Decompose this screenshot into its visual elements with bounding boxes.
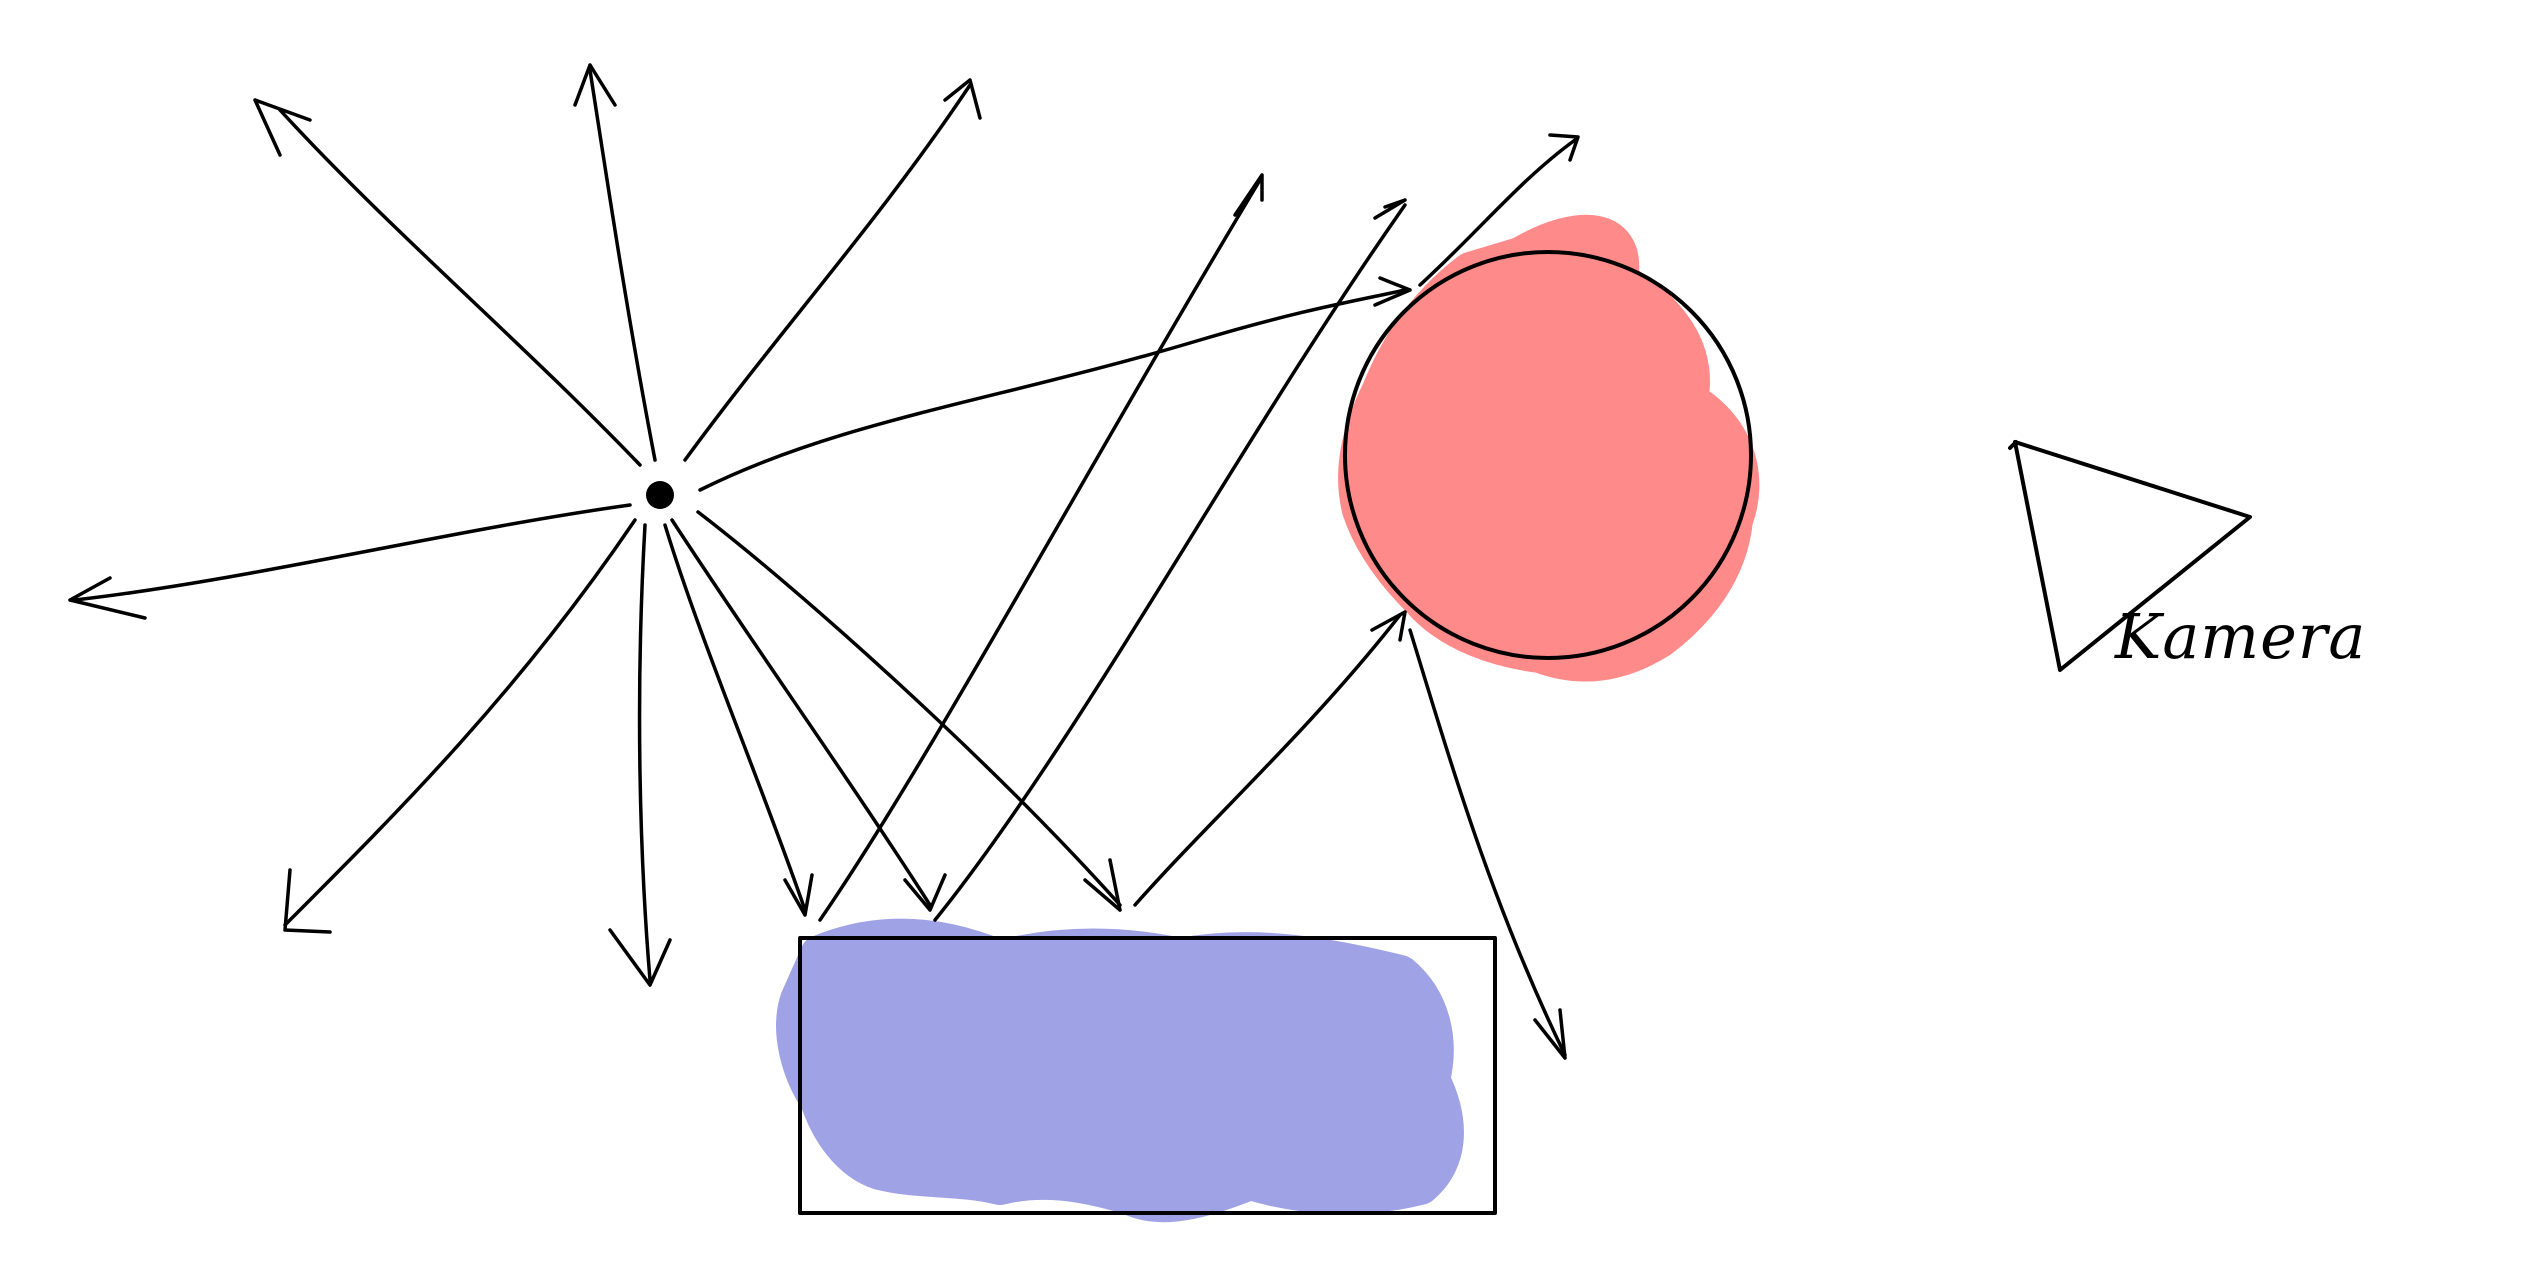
camera-label: Kamera [2115, 600, 2367, 673]
reflected-rays [818, 133, 1580, 1060]
camera-icon [2008, 440, 2252, 672]
sphere-outline [1343, 250, 1753, 660]
box-outline [798, 936, 1497, 1215]
sphere-fill-scribble [1338, 214, 1760, 682]
box-fill-scribble [776, 918, 1464, 1223]
rays [68, 63, 1412, 987]
point-light-icon [646, 481, 674, 509]
